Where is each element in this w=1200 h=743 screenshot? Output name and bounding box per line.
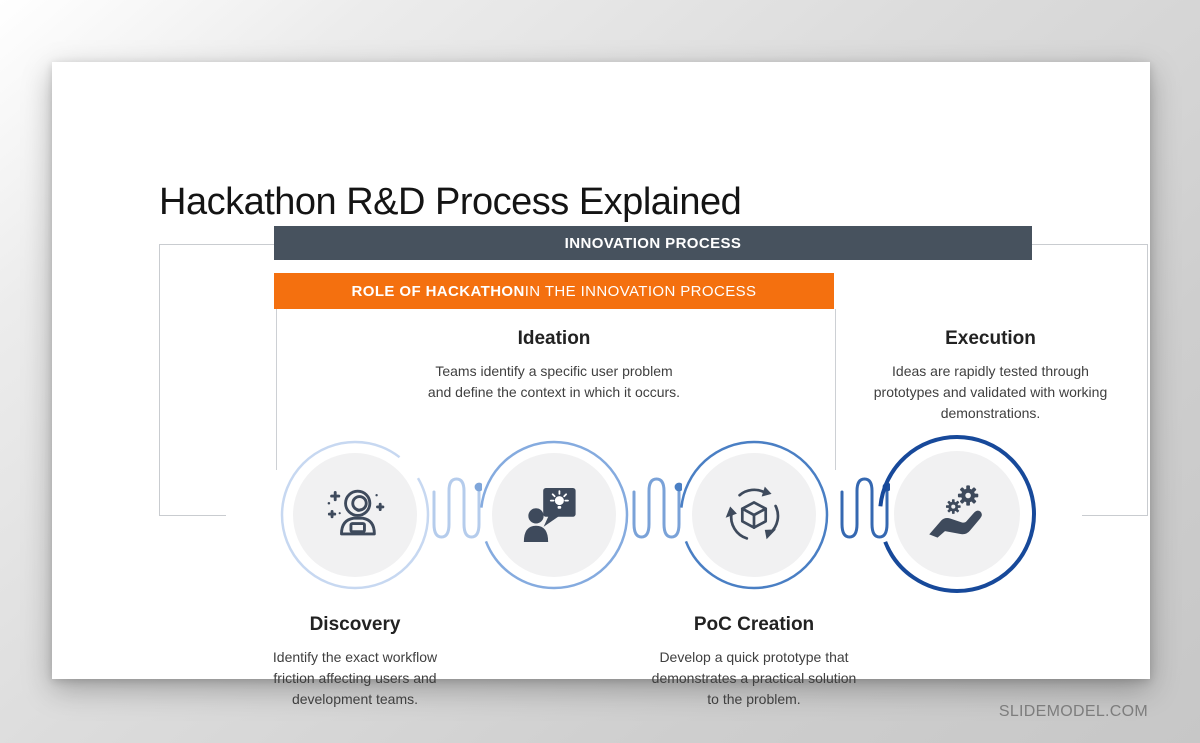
stage-title-ideation: Ideation	[517, 328, 591, 349]
stage-description-execution: Ideas are rapidly tested through prototy…	[873, 363, 1108, 421]
innovation-process-banner: INNOVATION PROCESS	[274, 226, 1032, 260]
stage-label-execution: Execution Ideas are rapidly tested throu…	[835, 328, 1146, 424]
hackathon-role-banner: ROLE OF HACKATHON IN THE INNOVATION PROC…	[274, 273, 834, 309]
connector-end-dot	[674, 482, 682, 492]
stage-circle-discovery	[280, 440, 430, 590]
hackathon-role-banner-emphasis: ROLE OF HACKATHON	[351, 282, 525, 300]
stage-title-execution: Execution	[945, 328, 1036, 349]
stage-description-poc-creation: Develop a quick prototype that demonstra…	[651, 649, 857, 707]
presentation-slide: Hackathon R&D Process Explained INNOVATI…	[52, 62, 1150, 707]
squiggle-connector-1	[432, 477, 482, 539]
inner-divider-right	[835, 309, 836, 470]
page-title: Hackathon R&D Process Explained	[159, 181, 742, 224]
stage-description-ideation: Teams identify a specific user problem a…	[427, 363, 681, 400]
inner-divider-left	[276, 309, 277, 470]
astronaut-icon	[327, 489, 385, 536]
hand-gears-icon	[929, 485, 982, 538]
hackathon-role-banner-rest: IN THE INNOVATION PROCESS	[524, 282, 757, 300]
stage-title-poc-creation: PoC Creation	[693, 614, 815, 635]
stage-ring-execution	[878, 435, 1036, 593]
stage-label-ideation: Ideation Teams identify a specific user …	[384, 328, 724, 403]
stage-label-poc-creation: PoC Creation Develop a quick prototype t…	[609, 614, 899, 710]
stage-title-discovery: Discovery	[309, 614, 401, 635]
stage-circle-ideation	[479, 440, 629, 590]
presenter-idea-icon	[523, 488, 576, 542]
squiggle-connector-2	[632, 477, 682, 539]
outline-bottom-left-segment	[159, 515, 226, 516]
innovation-process-banner-label: INNOVATION PROCESS	[564, 234, 742, 252]
stage-circle-poc-creation	[679, 440, 829, 590]
stage-circle-execution	[877, 434, 1037, 594]
connector-end-dot	[474, 482, 482, 492]
iteration-box-icon	[725, 486, 780, 540]
stage-label-discovery: Discovery Identify the exact workflow fr…	[240, 614, 470, 710]
stage-description-discovery: Identify the exact workflow friction aff…	[272, 649, 438, 707]
slidemodel-watermark: SLIDEMODEL.COM	[998, 703, 1148, 720]
outline-bottom-right-segment	[1082, 515, 1147, 516]
